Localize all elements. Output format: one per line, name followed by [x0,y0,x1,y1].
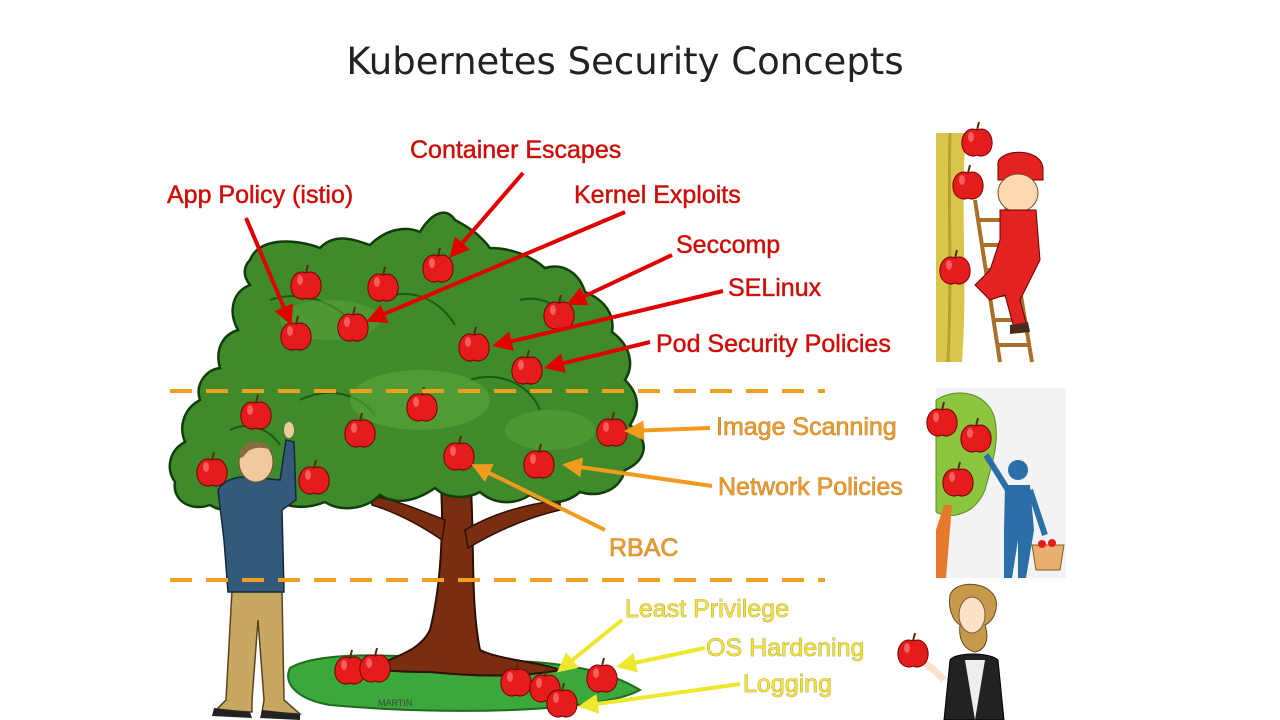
arrow-pod-security [544,340,651,373]
label-selinux: SELinux [728,274,822,302]
label-pod-security: Pod Security Policies [656,330,891,358]
label-kernel-exploits: Kernel Exploits [574,181,741,209]
tree-branch-left [369,494,446,542]
label-os-hardening: OS Hardening [706,634,864,662]
label-app-policy: App Policy (istio) [167,181,353,209]
arrow-os-hardening [616,646,706,673]
apple-icon [960,121,994,157]
firefighter-ladder-illustration [936,121,1061,363]
label-network-policies: Network Policies [718,473,903,501]
label-seccomp: Seccomp [676,231,780,259]
tree-trunk [366,469,564,677]
arrow-logging [578,682,741,714]
apple-picker-illustration [925,388,1066,578]
apple-icon [896,632,930,668]
arrow-app-policy [244,217,293,326]
arrow-rbac [471,464,606,532]
arrow-seccomp [566,253,673,306]
label-least-privilege: Least Privilege [625,595,789,623]
label-container-escapes: Container Escapes [410,136,621,164]
arrow-selinux [492,289,724,352]
artist-signature: MARTIN [378,698,412,708]
label-image-scanning: Image Scanning [716,413,897,441]
apple-icon [358,647,392,683]
label-logging: Logging [743,670,832,698]
arrow-container-escapes [449,171,525,259]
page-title: Kubernetes Security Concepts [346,40,904,83]
arrow-network-policies [562,457,713,488]
apple-icon [585,657,619,693]
tree-branch-right [464,499,561,550]
arrow-least-privilege [556,618,624,673]
arrow-kernel-exploits [366,210,626,323]
label-rbac: RBAC [609,534,678,562]
woman-with-apple-illustration [896,583,1005,720]
arrow-image-scanning [624,420,711,441]
